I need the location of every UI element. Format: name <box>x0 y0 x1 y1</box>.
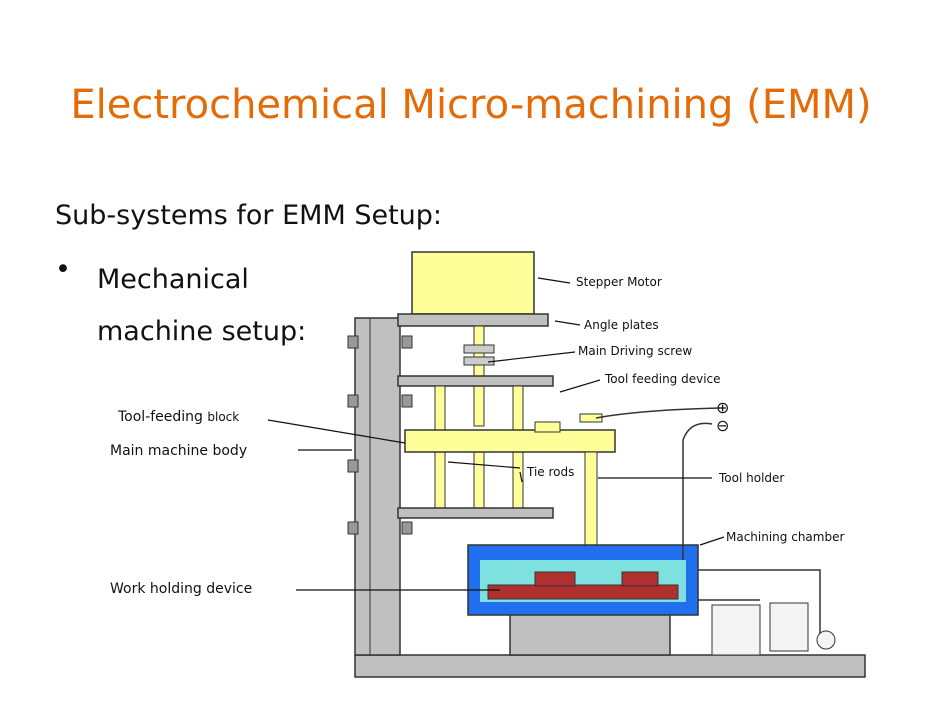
slide-title: Electrochemical Micro-machining (EMM) <box>70 82 872 128</box>
column-bolts <box>347 335 413 535</box>
positive-terminal-icon: ⊕ <box>716 398 730 417</box>
label-tie-rods: Tie rods <box>527 465 575 479</box>
return-pipe <box>698 569 821 640</box>
pump <box>816 630 836 650</box>
stepper-motor <box>411 251 535 315</box>
label-angle-plates: Angle plates <box>584 318 659 332</box>
label-work-holding-device: Work holding device <box>110 581 253 597</box>
label-machining-chamber: Machining chamber <box>726 530 845 544</box>
angle-plate-middle <box>397 375 554 387</box>
label-main-driving-screw: Main Driving screw <box>578 344 693 358</box>
base-plate <box>354 654 866 678</box>
tool-feeding-block <box>404 429 616 453</box>
label-main-machine-body: Main machine body <box>110 443 248 459</box>
label-tool-holder: Tool holder <box>719 471 785 485</box>
label-tool-feeding-device: Tool feeding device <box>605 372 721 386</box>
bullet-line-1: Mechanical <box>97 264 249 295</box>
main-column <box>354 317 401 656</box>
leader-lines-left <box>267 419 500 591</box>
bullet-marker: • <box>55 254 71 285</box>
negative-terminal-icon: ⊖ <box>716 416 730 435</box>
subheading: Sub-systems for EMM Setup: <box>55 200 443 231</box>
angle-plate-lower <box>397 507 554 519</box>
positive-wire <box>595 407 721 419</box>
leader-lines-right <box>447 277 725 546</box>
angle-plate-top <box>397 313 549 327</box>
pump-motor <box>769 602 809 652</box>
bullet-line-2: machine setup: <box>97 316 307 347</box>
machine-bed <box>509 611 671 656</box>
label-stepper-motor: Stepper Motor <box>576 275 662 289</box>
negative-wire <box>682 422 713 560</box>
bullet-text: Mechanical machine setup: <box>97 254 337 358</box>
reservoir <box>711 604 761 656</box>
label-tool-feeding-block: Tool-feeding block <box>118 409 240 425</box>
work-holding-device <box>487 584 679 600</box>
